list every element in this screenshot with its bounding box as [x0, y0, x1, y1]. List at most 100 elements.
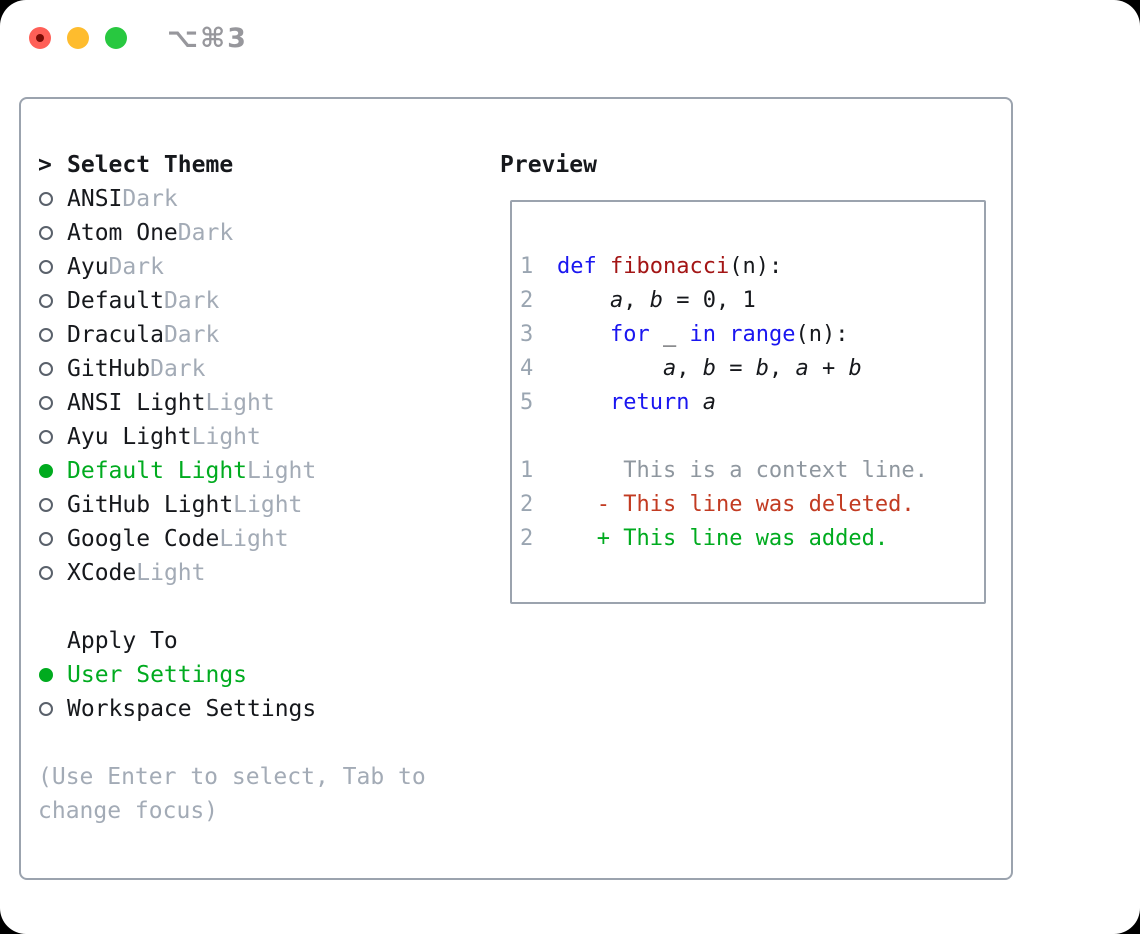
radio-icon [38, 294, 67, 308]
theme-name: GitHub [67, 356, 151, 382]
apply-option-label: User Settings [67, 662, 248, 688]
code-line: 3 for _ in range(n): [520, 317, 984, 351]
minimize-button[interactable] [67, 27, 89, 49]
code-line: 5 return a [520, 385, 984, 419]
theme-option-ansi-light[interactable]: ANSI Light Light [38, 386, 426, 420]
preview-title: Preview [500, 152, 597, 178]
radio-icon [38, 362, 67, 376]
apply-option-workspace-settings[interactable]: Workspace Settings [38, 692, 426, 726]
titlebar: ⌥⌘3 [29, 23, 248, 54]
selection-arrow-icon: > [38, 152, 52, 178]
theme-variant-badge: Light [219, 526, 289, 552]
select-theme-header: > Select Theme [38, 148, 426, 182]
spacer [38, 726, 426, 760]
theme-option-ayu-light[interactable]: Ayu Light Light [38, 420, 426, 454]
radio-icon [38, 328, 67, 342]
theme-variant-badge: Light [233, 492, 303, 518]
close-button[interactable] [29, 27, 51, 49]
code-content: a, b = b, a + b [662, 355, 862, 381]
theme-name: ANSI [67, 186, 123, 212]
line-number: 1 [520, 457, 534, 483]
zoom-button[interactable] [105, 27, 127, 49]
apply-option-label: Workspace Settings [67, 696, 317, 722]
line-number: 4 [520, 355, 534, 381]
theme-option-github[interactable]: GitHub Dark [38, 352, 426, 386]
theme-name: Ayu Light [67, 424, 192, 450]
theme-variant-badge: Dark [108, 254, 164, 280]
radio-icon [38, 702, 67, 716]
theme-variant-badge: Dark [163, 288, 220, 314]
window-shortcut-label: ⌥⌘3 [167, 22, 248, 54]
theme-variant-badge: Light [136, 560, 206, 586]
code-content: + This line was added. [596, 525, 889, 551]
theme-variant-badge: Light [247, 458, 317, 484]
theme-name: Default [67, 288, 164, 314]
theme-option-github-light[interactable]: GitHub Light Light [38, 488, 426, 522]
theme-name: ANSI Light [67, 390, 206, 416]
apply-to-label: Apply To [67, 628, 178, 654]
theme-name: Dracula [67, 322, 164, 348]
code-content: for _ in range(n): [609, 321, 849, 347]
radio-icon [38, 396, 67, 410]
radio-icon [38, 226, 67, 240]
line-number: 2 [520, 491, 534, 517]
theme-variant-badge: Dark [122, 186, 178, 212]
theme-name: XCode [67, 560, 137, 586]
line-number: 3 [520, 321, 534, 347]
code-line: 2 - This line was deleted. [520, 487, 984, 521]
hint-line: change focus) [38, 798, 219, 824]
apply-to-header: Apply To [38, 624, 426, 658]
line-number: 1 [520, 253, 534, 279]
radio-icon [38, 464, 67, 478]
radio-icon [38, 498, 67, 512]
panel-title: Select Theme [67, 152, 234, 178]
theme-name: GitHub Light [67, 492, 234, 518]
line-number: 2 [520, 525, 534, 551]
theme-variant-badge: Light [191, 424, 261, 450]
code-line: 4 a, b = b, a + b [520, 351, 984, 385]
theme-variant-badge: Dark [150, 356, 206, 382]
theme-name: Atom One [67, 220, 178, 246]
radio-icon [38, 192, 67, 206]
theme-option-atom-one[interactable]: Atom One Dark [38, 216, 426, 250]
theme-variant-badge: Dark [177, 220, 234, 246]
code-line: 1 def fibonacci(n): [520, 249, 984, 283]
code-content: - This line was deleted. [596, 491, 915, 517]
theme-name: Google Code [67, 526, 220, 552]
code-line: 2 a, b = 0, 1 [520, 283, 984, 317]
usage-hint: (Use Enter to select, Tab to change focus… [38, 760, 426, 828]
code-content: def fibonacci(n): [557, 253, 783, 279]
code-line [520, 419, 984, 453]
theme-name: Default Light [67, 458, 248, 484]
theme-variant-badge: Dark [163, 322, 220, 348]
close-dot-icon [36, 34, 44, 42]
code-content: This is a context line. [623, 457, 928, 483]
theme-option-dracula[interactable]: Dracula Dark [38, 318, 426, 352]
code-line: 2 + This line was added. [520, 521, 984, 555]
theme-option-ayu[interactable]: Ayu Dark [38, 250, 426, 284]
radio-icon [38, 668, 67, 682]
radio-icon [38, 260, 67, 274]
apply-option-user-settings[interactable]: User Settings [38, 658, 426, 692]
theme-option-ansi[interactable]: ANSI Dark [38, 182, 426, 216]
theme-option-default-light[interactable]: Default Light Light [38, 454, 426, 488]
spacer [38, 590, 426, 624]
code-content: return a [609, 389, 716, 415]
radio-icon [38, 532, 67, 546]
theme-variant-badge: Light [205, 390, 275, 416]
theme-option-google-code[interactable]: Google Code Light [38, 522, 426, 556]
hint-line: (Use Enter to select, Tab to [38, 764, 426, 790]
theme-name: Ayu [67, 254, 109, 280]
theme-option-default[interactable]: Default Dark [38, 284, 426, 318]
line-number: 5 [520, 389, 534, 415]
radio-icon [38, 430, 67, 444]
radio-icon [38, 566, 67, 580]
theme-option-xcode[interactable]: XCode Light [38, 556, 426, 590]
line-number: 2 [520, 287, 534, 313]
